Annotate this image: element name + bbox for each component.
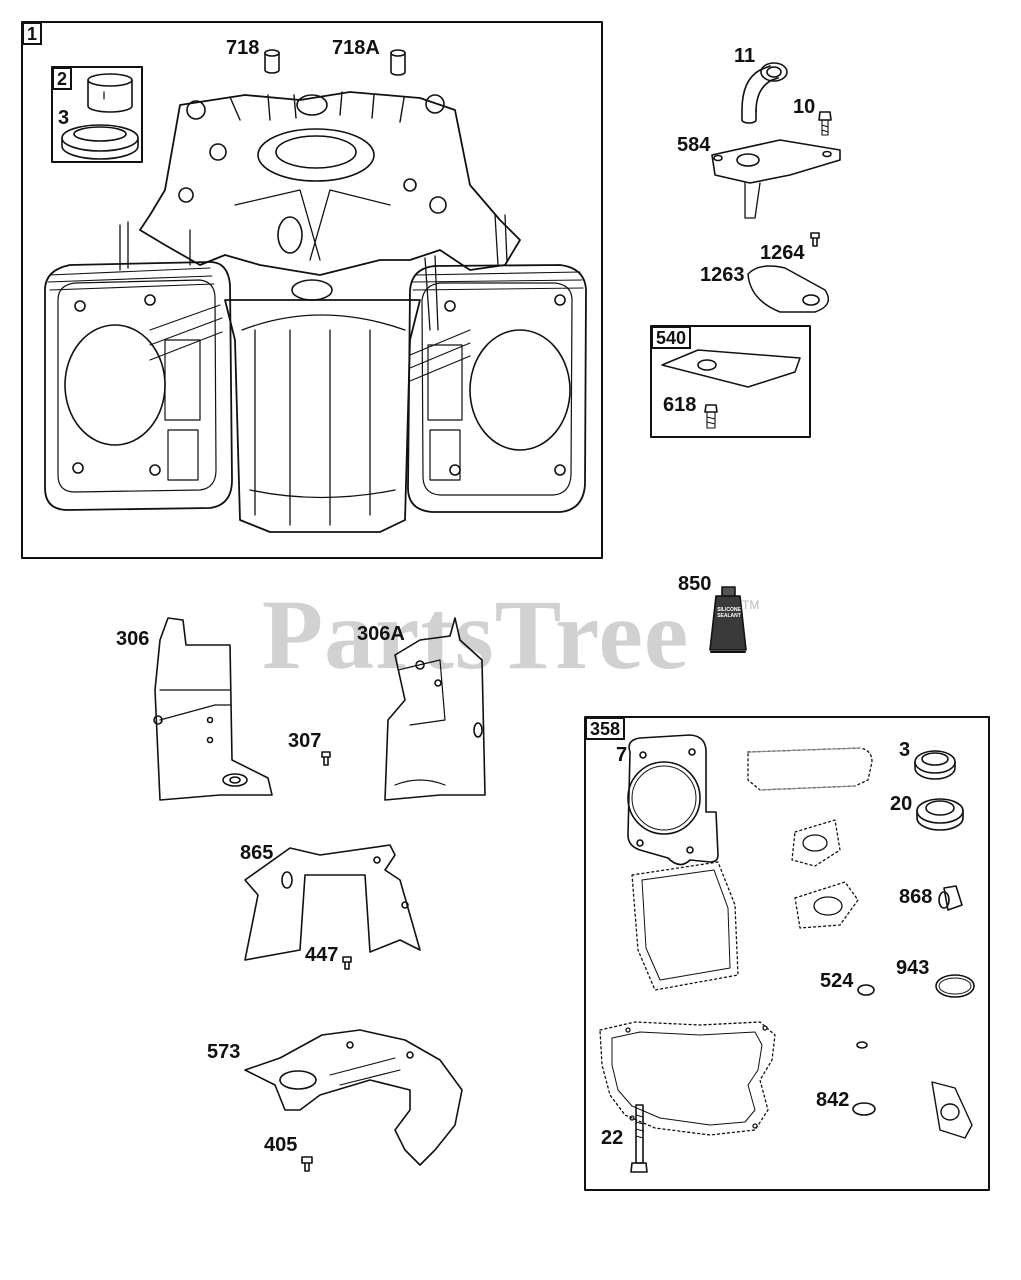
- box-358-tag: 358: [585, 717, 626, 740]
- label-7: 7: [616, 744, 628, 766]
- part-7-head-gasket: [627, 734, 719, 866]
- label-405: 405: [264, 1134, 298, 1156]
- label-10: 10: [793, 96, 816, 118]
- box-358-frame: [584, 716, 990, 1191]
- part-intake-gasket-b: [794, 881, 859, 929]
- part-rocker-cover-gasket: [631, 861, 739, 991]
- part-10-bolt: [818, 111, 832, 136]
- part-307-screw: [321, 751, 331, 766]
- watermark: PartsTree: [262, 579, 690, 690]
- part-11-elbow-tube: [741, 62, 788, 124]
- label-573: 573: [207, 1041, 241, 1063]
- part-943-o-ring: [935, 974, 975, 998]
- label-306A: 306A: [357, 623, 405, 645]
- part-540-baffle: [661, 349, 801, 388]
- part-447-screw: [342, 956, 352, 970]
- label-447: 447: [305, 944, 339, 966]
- sealant-tube-label: SILICONE SEALANT: [717, 607, 741, 619]
- label-850: 850: [678, 573, 712, 595]
- label-842: 842: [816, 1089, 850, 1111]
- label-865: 865: [240, 842, 274, 864]
- part-intake-gasket-a: [791, 819, 841, 867]
- label-1264: 1264: [760, 242, 805, 264]
- label-307: 307: [288, 730, 322, 752]
- part-exhaust-gasket-top: [747, 747, 873, 791]
- part-small-washer-kit: [856, 1041, 868, 1049]
- part-842-o-ring: [852, 1102, 876, 1116]
- part-crankcase-gasket: [599, 1021, 776, 1136]
- part-573-guard: [244, 1029, 463, 1166]
- part-618-bolt: [704, 404, 718, 429]
- box-1-tag: 1: [22, 22, 43, 45]
- box-2-frame: [51, 66, 143, 163]
- label-718: 718: [226, 37, 260, 59]
- part-1264-screw: [810, 232, 820, 247]
- part-22-bolt: [630, 1104, 648, 1173]
- part-1263-plate: [747, 265, 830, 313]
- part-3-seal-kit: [914, 750, 956, 780]
- label-3-kit: 3: [899, 739, 911, 761]
- label-22: 22: [601, 1127, 624, 1149]
- label-11: 11: [734, 45, 756, 67]
- label-524: 524: [820, 970, 854, 992]
- part-850-sealant-tube: [709, 586, 747, 653]
- part-865-shroud: [244, 844, 421, 961]
- label-20: 20: [890, 793, 913, 815]
- label-584: 584: [677, 134, 711, 156]
- box-1-frame: [21, 21, 603, 559]
- part-524-o-ring: [857, 984, 875, 996]
- label-618: 618: [663, 394, 697, 416]
- part-3-seal: [61, 124, 139, 160]
- box-2-tag: 2: [52, 67, 73, 90]
- label-3-top: 3: [58, 107, 70, 129]
- part-306A-shroud: [384, 617, 486, 801]
- part-breather-gasket: [931, 1081, 973, 1139]
- part-exhaust-gasket-top-outline: [749, 747, 861, 791]
- watermark-trademark: TM: [742, 598, 760, 612]
- label-1263: 1263: [700, 264, 745, 286]
- part-2-bushing: [87, 73, 133, 113]
- part-718-dowel: [264, 49, 280, 74]
- box-540-frame: [650, 325, 811, 438]
- label-306: 306: [116, 628, 150, 650]
- engine-block: [44, 91, 587, 533]
- box-540-tag: 540: [651, 326, 692, 349]
- part-584-plate: [711, 139, 841, 219]
- part-718A-dowel: [390, 49, 406, 76]
- part-868-plug: [938, 885, 963, 911]
- part-405-screw: [301, 1156, 313, 1172]
- label-868: 868: [899, 886, 933, 908]
- part-20-seal-kit: [916, 798, 964, 831]
- part-306-shroud: [153, 617, 273, 801]
- label-943: 943: [896, 957, 930, 979]
- label-718A: 718A: [332, 37, 380, 59]
